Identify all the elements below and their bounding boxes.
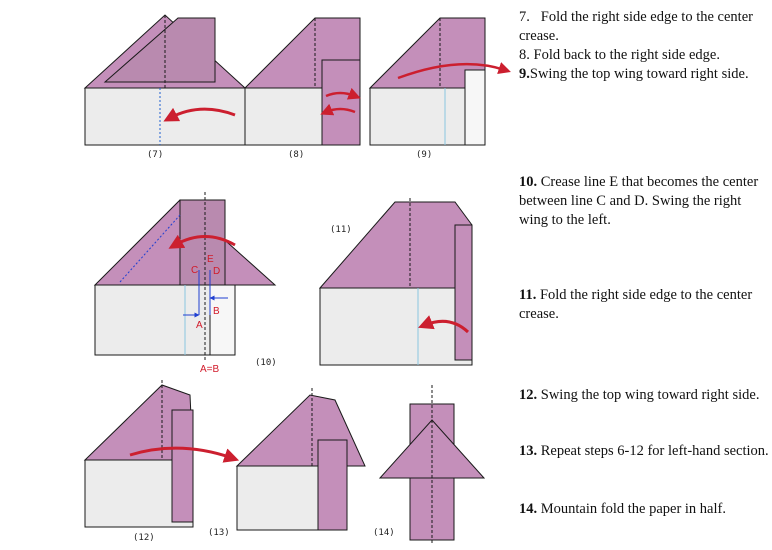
instruction-block-7-9: 7. Fold the right side edge to the cente… — [519, 8, 769, 84]
instruction-13: 13. Repeat steps 6-12 for left-hand sect… — [519, 443, 769, 459]
step-11-diagram — [318, 198, 473, 366]
instruction-8: 8. Fold back to the right side edge. — [519, 47, 720, 63]
instruction-11: 11. Fold the right side edge to the cent… — [519, 287, 753, 322]
step-14-diagram — [378, 385, 486, 545]
step-11-label: (11) — [330, 225, 352, 235]
crease-letter-a: A — [196, 320, 203, 331]
step-12-diagram — [83, 380, 240, 528]
crease-letter-b: B — [213, 306, 220, 317]
step-13-diagram — [235, 388, 366, 531]
instruction-12: 12. Swing the top wing toward right side… — [519, 387, 760, 403]
instruction-7: 7. Fold the right side edge to the cente… — [519, 9, 753, 44]
crease-letter-ab: A=B — [200, 364, 220, 375]
step-7-label: (7) — [147, 150, 163, 160]
step-7-diagram — [83, 14, 247, 146]
step-13-label: (13) — [208, 528, 230, 538]
step-10-diagram — [93, 192, 277, 360]
step-10-label: (10) — [255, 358, 277, 368]
crease-letter-c: C — [191, 265, 198, 276]
instruction-9: 9.Swing the top wing toward right side. — [519, 66, 749, 82]
step-9-diagram — [368, 17, 511, 146]
step-14-label: (14) — [373, 528, 395, 538]
step-8-diagram — [243, 17, 361, 146]
crease-letter-e: E — [207, 254, 214, 265]
instruction-14: 14. Mountain fold the paper in half. — [519, 501, 726, 517]
instruction-10: 10. Crease line E that becomes the cente… — [519, 174, 759, 228]
step-9-label: (9) — [416, 150, 432, 160]
step-8-label: (8) — [288, 150, 304, 160]
crease-letter-d: D — [213, 266, 220, 277]
step-12-label: (12) — [133, 533, 155, 543]
